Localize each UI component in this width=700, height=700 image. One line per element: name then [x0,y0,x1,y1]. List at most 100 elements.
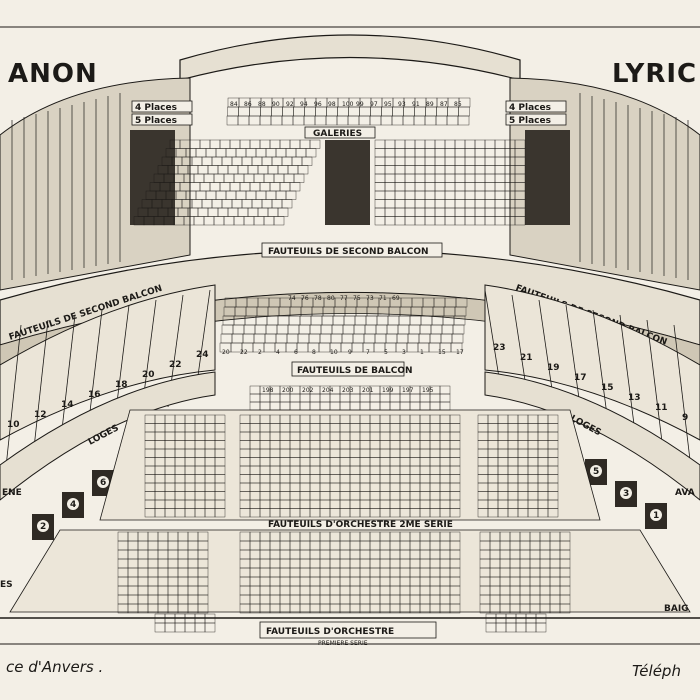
balcon-bottom-number: 1 [420,349,424,356]
galeries-top-number: 87 [440,101,448,108]
balcon-top-number: 78 [314,295,322,302]
galeries-label: GALERIES [313,129,362,139]
balcon-seat-grid [219,297,468,353]
balcon-label: FAUTEUILS DE BALCON [297,366,413,376]
orchestre-top-number: 195 [422,387,434,394]
footer-telephone: Téléph [632,662,681,680]
left-loge-number: 2 [40,522,46,532]
galeries-top-number: 90 [272,101,280,108]
left-balcony-box-number: 18 [115,380,128,390]
orchestre-top-number: 204 [322,387,334,394]
right-balcony-box-divider [646,319,664,451]
upper-note-left-5: 5 Places [135,116,177,126]
galeries-top-number: 98 [328,101,336,108]
galeries-label-box [304,126,376,139]
balcon-bottom-number: 20 [222,349,230,356]
left-balcony-box-number: 10 [7,420,20,430]
orchestre-2-seat-grid [144,385,559,518]
galeries-top-number: 96 [314,101,322,108]
loges-band-left [0,371,216,501]
right-loge-badge [590,465,602,477]
left-loge-badge [67,498,79,510]
right-balcony-box-number: 15 [601,383,614,393]
balcon-bottom-number: 15 [438,349,446,356]
galeries-top-number: 85 [454,101,462,108]
orchestre-top-number: 198 [262,387,274,394]
balcon-bottom-number: 3 [402,349,406,356]
balcon-bottom-number: 17 [456,349,464,356]
galeries-top-number: 99 [356,101,364,108]
balcon-top-number: 80 [327,295,335,302]
second-balcon-center-box [261,242,443,258]
right-balcony-box-number: 23 [493,343,506,353]
orchestre-top-number: 200 [282,387,294,394]
orchestre-top-number: 199 [382,387,394,394]
galeries-top-number: 88 [258,101,266,108]
orchestre-sub-label: PREMIERE SERIE [318,640,368,647]
right-balcony-box-number: 11 [655,403,668,413]
orchestre-1-right-seat [559,603,571,614]
galeries-top-number: 91 [412,101,420,108]
balcon-top-number: 69 [392,295,400,302]
galeries-top-number: 97 [370,101,378,108]
galeries-top-number: 84 [230,101,238,108]
left-loge-number: 4 [70,500,76,510]
title-right: LYRIC [612,59,697,89]
upper-note-left: 4 Places 5 Places [131,100,193,126]
balcon-bottom-number: 4 [276,349,280,356]
left-loge-badge [37,520,49,532]
right-balcony-box-number: 17 [574,373,587,383]
balcon-bottom-number: 10 [330,349,338,356]
galeries-seat-grid [133,97,526,226]
orchestre-top-number: 203 [342,387,354,394]
orchestre-front-left-seat [204,622,216,633]
balcony-boxes-left [0,284,216,441]
orchestre-1-seat-grid [117,531,571,633]
baignoires-right-label: BAIG [664,604,689,614]
right-balcony-box-divider [673,324,691,461]
galeries-top-number: 86 [244,101,252,108]
avant-scene-right-label: AVA [675,488,695,498]
baignoires-left-label: ES [0,580,13,590]
galeries-top-number: 95 [384,101,392,108]
right-loge-number: 5 [593,467,599,477]
balcon-top-number: 76 [301,295,309,302]
balcon-label-box [291,361,405,377]
orchestre-main-box [259,621,437,639]
balcon-top-number: 74 [288,295,296,302]
left-balcony-box-divider [5,324,22,468]
upper-note-right-5: 5 Places [509,116,551,126]
galeries-top-number: 94 [300,101,308,108]
orchestre-top-number: 202 [302,387,314,394]
galeries-top-number: 100 [342,101,354,108]
drape-lines [11,93,689,280]
left-balcony-box-number: 22 [169,360,182,370]
galeries-top-number: 93 [398,101,406,108]
balcon-bottom-number: 6 [294,349,298,356]
orchestre-2-label: FAUTEUILS D'ORCHESTRE 2ME SERIE [268,520,453,530]
orchestre-main-label: FAUTEUILS D'ORCHESTRE [266,627,394,637]
balcon-bottom-number: 9 [348,349,352,356]
upper-note-right-4: 4 Places [509,103,551,113]
balcon-bottom-number: 22 [240,349,248,356]
upper-note-left-4: 4 Places [135,103,177,113]
second-balcon-center-label: FAUTEUILS DE SECOND BALCON [268,247,429,257]
right-balcony-box-number: 19 [547,363,560,373]
balcon-seat [450,342,463,353]
loges-band-right [484,371,700,501]
left-balcony-box-number: 24 [196,350,209,360]
right-balcony-box-divider [484,289,502,391]
left-loge-badge [97,476,109,488]
balcon-bottom-number: 5 [384,349,388,356]
right-balcony-box-number: 9 [682,413,688,423]
orchestre-2-right-seat [547,508,559,518]
galeries-top-number: 89 [426,101,434,108]
right-balcony-box-number: 13 [628,393,641,403]
orchestre-1-left-seat [197,603,209,614]
